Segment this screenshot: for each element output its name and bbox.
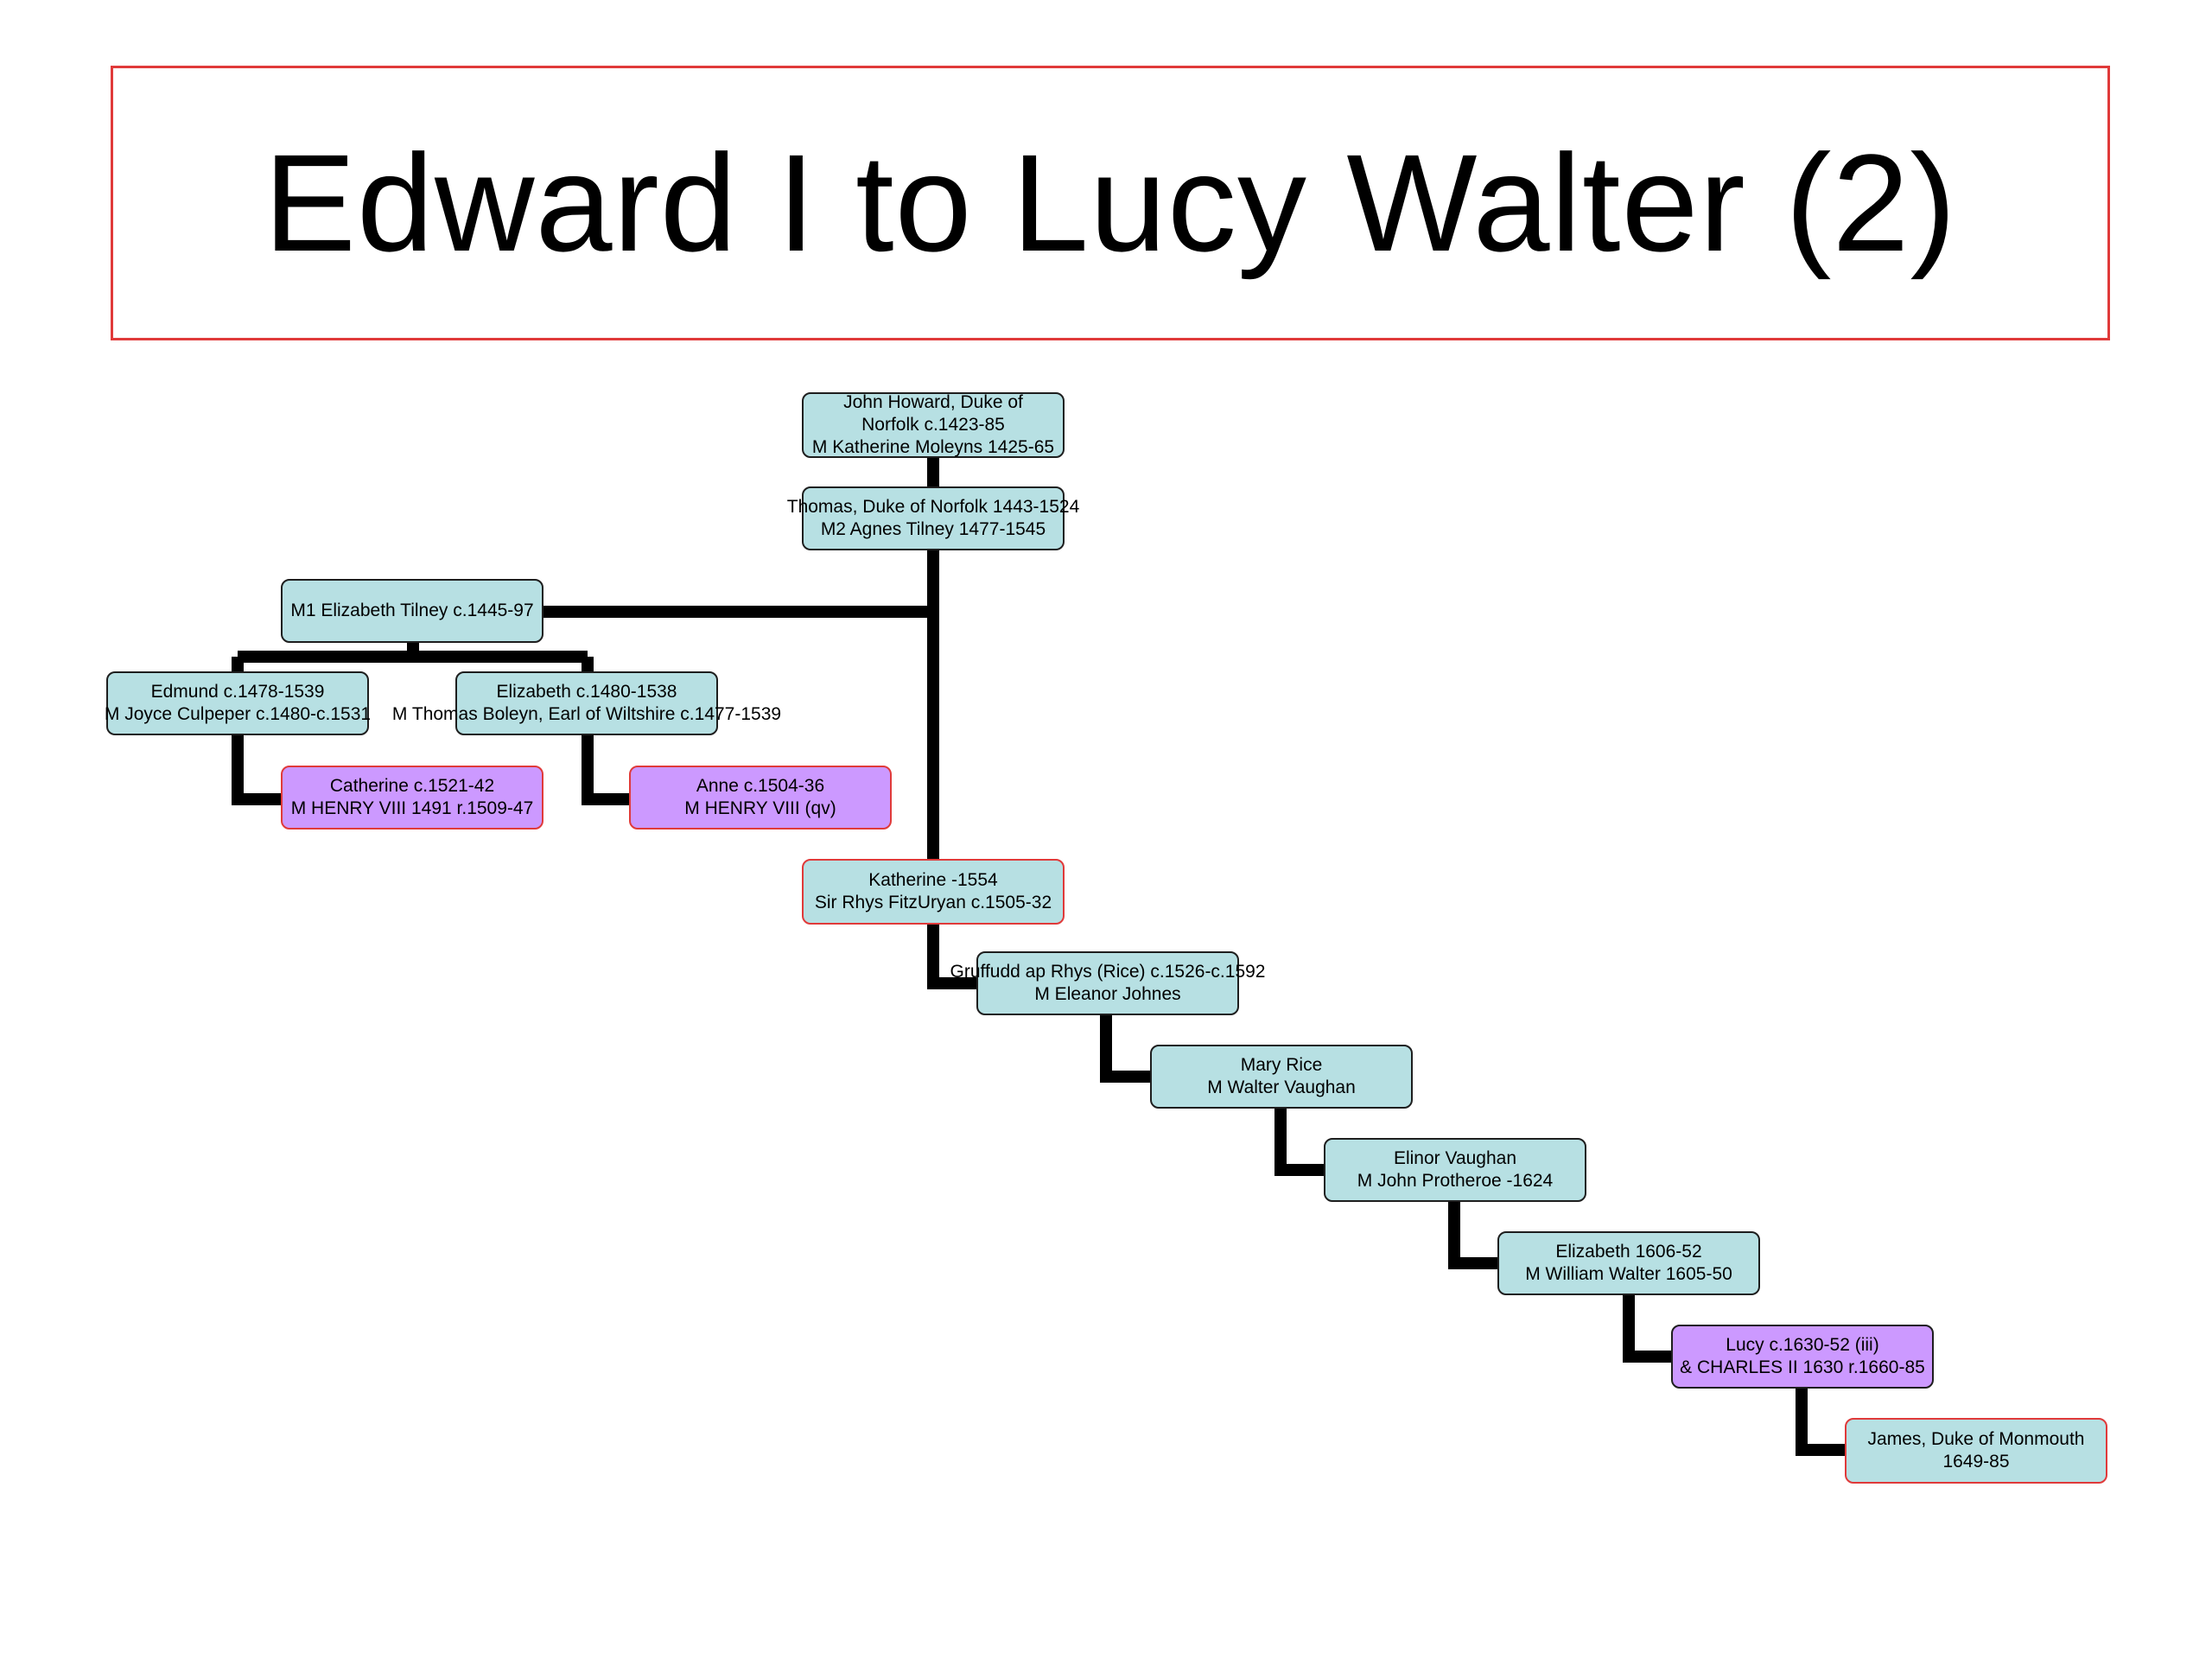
node-edmund: Edmund c.1478-1539 M Joyce Culpeper c.14… [104,671,372,735]
node-catherine: Catherine c.1521-42 M HENRY VIII 1491 r.… [281,766,543,830]
node-line: M2 Agnes Tilney 1477-1545 [820,519,1046,539]
connector-edmund-catherine [232,734,281,805]
node-line: Edmund c.1478-1539 [150,682,325,702]
connector-lucy-james [1796,1389,1845,1456]
node-line: M John Protheroe -1624 [1357,1171,1554,1191]
connector-elizabeth-lucy [1623,1295,1671,1363]
node-line: Sir Rhys FitzUryan c.1505-32 [814,893,1052,912]
node-line: Anne c.1504-36 [696,776,825,796]
node-line: 1649-85 [1942,1452,2010,1471]
node-line: Katherine -1554 [868,870,998,890]
node-line: M Thomas Boleyn, Earl of Wiltshire c.147… [391,704,782,724]
node-elizabeth-tilney: M1 Elizabeth Tilney c.1445-97 [281,579,543,643]
connector-elizabeth-anne [582,734,629,805]
node-line: M HENRY VIII 1491 r.1509-47 [290,798,534,818]
connector-tilney-children [232,642,594,672]
node-mary-rice: Mary Rice M Walter Vaughan [1150,1045,1413,1109]
node-anne: Anne c.1504-36 M HENRY VIII (qv) [629,766,892,830]
title-box: Edward I to Lucy Walter (2) [111,66,2110,340]
node-line: M Walter Vaughan [1207,1077,1356,1097]
node-line: Catherine c.1521-42 [329,776,495,796]
node-gruffudd: Gruffudd ap Rhys (Rice) c.1526-c.1592 M … [950,951,1265,1015]
node-line: Norfolk c.1423-85 [861,415,1005,435]
node-line: M HENRY VIII (qv) [684,798,836,818]
node-elizabeth-boleyn: Elizabeth c.1480-1538 M Thomas Boleyn, E… [392,671,781,735]
node-line: James, Duke of Monmouth [1867,1429,2085,1449]
node-line: & CHARLES II 1630 r.1660-85 [1680,1357,1925,1377]
node-line: Gruffudd ap Rhys (Rice) c.1526-c.1592 [950,962,1266,982]
node-line: M1 Elizabeth Tilney c.1445-97 [290,601,534,620]
node-line: M Eleanor Johnes [1034,984,1181,1004]
node-thomas-norfolk: Thomas, Duke of Norfolk 1443-1524 M2 Agn… [787,486,1079,550]
node-line: Lucy c.1630-52 (iii) [1726,1335,1879,1355]
node-line: M William Walter 1605-50 [1525,1264,1732,1284]
page-title: Edward I to Lucy Walter (2) [264,125,1957,280]
connector-elinor-elizabeth [1448,1202,1497,1269]
connector-mary-elinor [1274,1109,1324,1176]
node-line: Elinor Vaughan [1393,1148,1517,1168]
node-line: Elizabeth c.1480-1538 [496,682,677,702]
node-elizabeth-1606: Elizabeth 1606-52 M William Walter 1605-… [1497,1231,1760,1295]
connector-katherine-gruffudd [927,925,976,989]
node-line: Elizabeth 1606-52 [1555,1242,1702,1262]
node-line: John Howard, Duke of [843,392,1023,412]
node-katherine: Katherine -1554 Sir Rhys FitzUryan c.150… [802,859,1065,925]
node-line: Mary Rice [1240,1055,1323,1075]
node-john-howard: John Howard, Duke of Norfolk c.1423-85 M… [802,392,1065,458]
node-line: M Katherine Moleyns 1425-65 [811,437,1055,457]
node-line: Thomas, Duke of Norfolk 1443-1524 [786,497,1080,517]
node-elinor-vaughan: Elinor Vaughan M John Protheroe -1624 [1324,1138,1586,1202]
node-james-monmouth: James, Duke of Monmouth 1649-85 [1845,1418,2107,1484]
connector-gruffudd-mary [1100,1015,1150,1083]
node-line: M Joyce Culpeper c.1480-c.1531 [104,704,372,724]
node-lucy: Lucy c.1630-52 (iii) & CHARLES II 1630 r… [1671,1325,1934,1389]
